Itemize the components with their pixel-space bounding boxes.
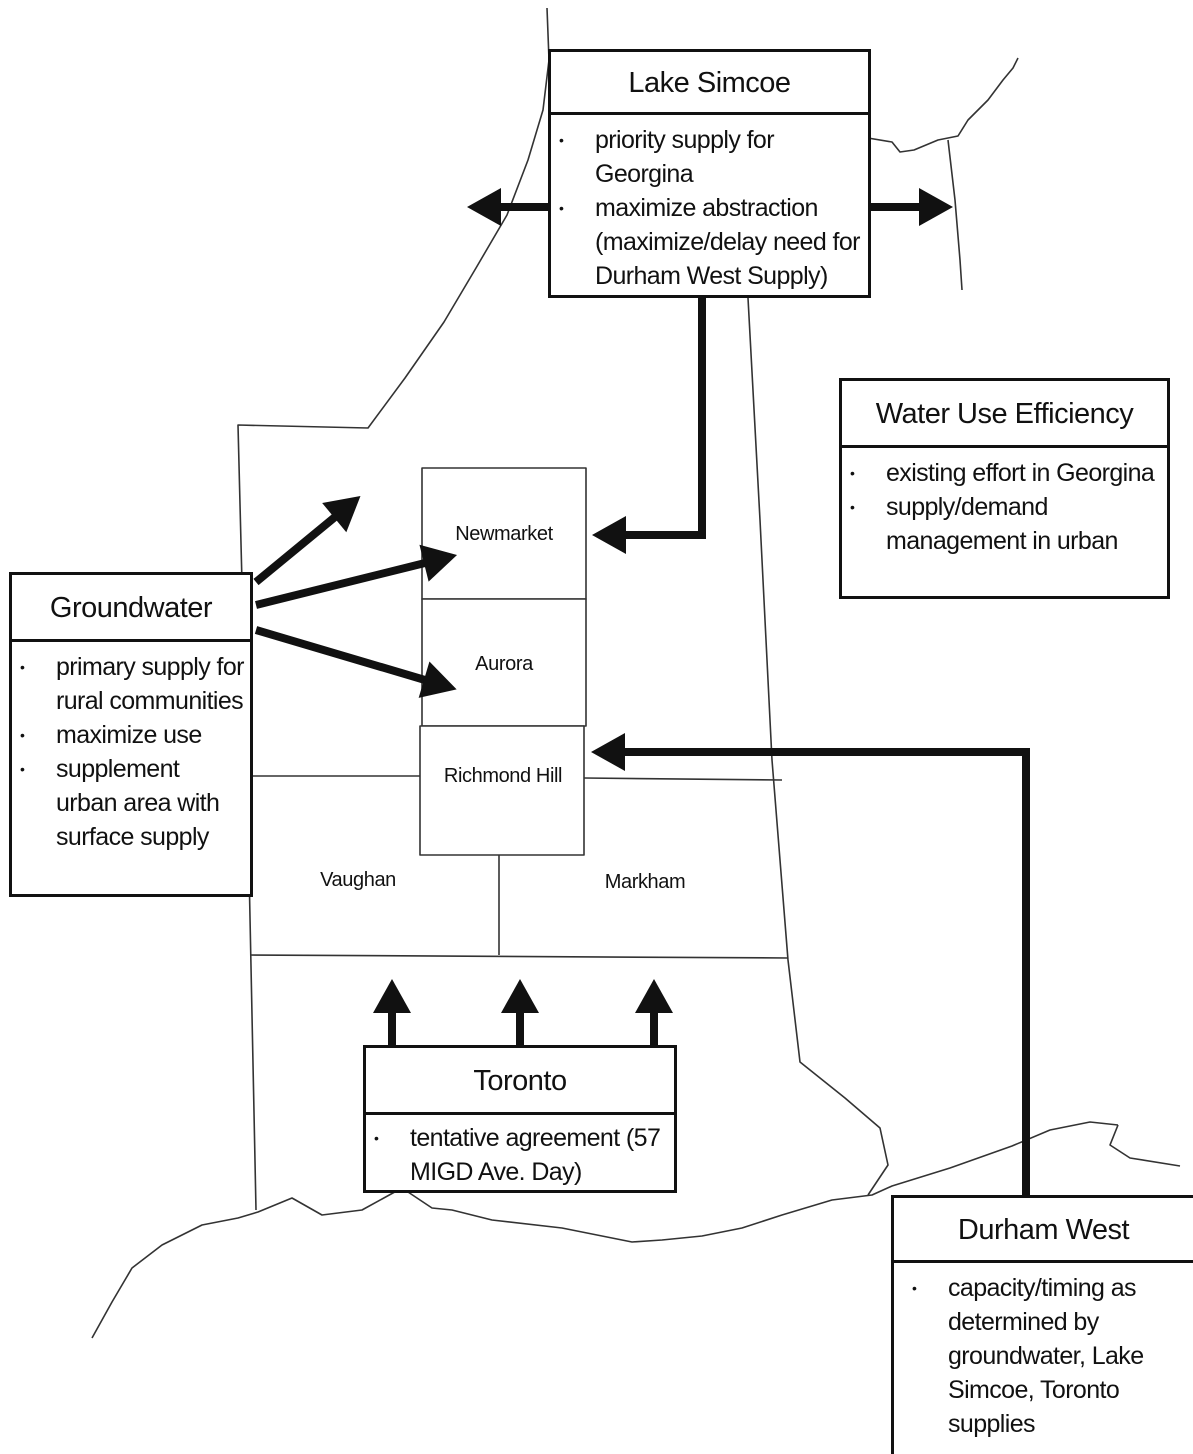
arrow-groundwater-north: [253, 496, 361, 586]
bullet-icon: •: [20, 727, 25, 743]
bullet-icon: •: [374, 1130, 379, 1146]
aurora-label: Aurora: [475, 653, 533, 675]
water-use-efficiency-list: •existing effort in Georgina •supply/dem…: [850, 456, 1161, 558]
toronto-box: Toronto •tentative agreement (57 MIGD Av…: [363, 1045, 677, 1193]
regional-boundary-west: [237, 7, 550, 1211]
bullet-icon: •: [912, 1280, 917, 1296]
bullet-icon: •: [850, 465, 855, 481]
list-item: •capacity/timing as determined by ground…: [912, 1271, 1187, 1441]
east-shoreline-ext: [1109, 1124, 1181, 1167]
durham-west-list: •capacity/timing as determined by ground…: [912, 1271, 1187, 1441]
lake-simcoe-title: Lake Simcoe: [551, 52, 868, 115]
arrow-groundwater-newmarket: [255, 544, 458, 609]
newmarket-label: Newmarket: [455, 523, 553, 545]
durham-west-box: Durham West •capacity/timing as determin…: [891, 1195, 1193, 1454]
toronto-title: Toronto: [366, 1048, 674, 1115]
bullet-icon: •: [20, 761, 25, 777]
lake-simcoe-list: •priority supply for Georgina •maximize …: [559, 123, 862, 293]
water-use-efficiency-box: Water Use Efficiency •existing effort in…: [839, 378, 1170, 599]
list-item: •primary supply for rural communities: [20, 650, 244, 718]
list-item: •supply/demand management in urban: [850, 490, 1161, 558]
richmond-hill-label: Richmond Hill: [443, 765, 563, 787]
durham-west-title: Durham West: [894, 1198, 1193, 1263]
boundary-horizontal-upper-east: [583, 777, 783, 781]
bullet-icon: •: [20, 659, 25, 675]
list-item: •existing effort in Georgina: [850, 456, 1161, 490]
list-item: •supplement urban area with surface supp…: [20, 752, 244, 854]
arrow-lake-simcoe-to-newmarket: [592, 296, 706, 554]
water-use-efficiency-title: Water Use Efficiency: [842, 381, 1167, 448]
list-item: •priority supply for Georgina: [559, 123, 862, 191]
groundwater-title: Groundwater: [12, 575, 250, 642]
bullet-icon: •: [559, 200, 564, 216]
markham-label: Markham: [604, 871, 686, 893]
list-item: •maximize abstraction (maximize/delay ne…: [559, 191, 862, 293]
arrow-groundwater-aurora: [254, 626, 457, 698]
bullet-icon: •: [850, 499, 855, 515]
toronto-list: •tentative agreement (57 MIGD Ave. Day): [374, 1121, 668, 1189]
list-item: •maximize use: [20, 718, 244, 752]
lake-ontario-shoreline: [91, 1121, 1119, 1339]
groundwater-list: •primary supply for rural communities •m…: [20, 650, 244, 854]
lake-simcoe-box: Lake Simcoe •priority supply for Georgin…: [548, 49, 871, 298]
eastern-boundary-lake: [947, 139, 963, 291]
arrow-durham-west-to-richmond-hill: [591, 733, 1030, 1195]
regional-boundary-east: [747, 297, 889, 1196]
newmarket-area: [421, 467, 587, 600]
bullet-icon: •: [559, 132, 564, 148]
vaughan-label: Vaughan: [320, 869, 396, 891]
boundary-horizontal-lower: [249, 954, 789, 959]
richmond-hill-area: [419, 725, 585, 856]
list-item: •tentative agreement (57 MIGD Ave. Day): [374, 1121, 668, 1189]
groundwater-box: Groundwater •primary supply for rural co…: [9, 572, 253, 897]
